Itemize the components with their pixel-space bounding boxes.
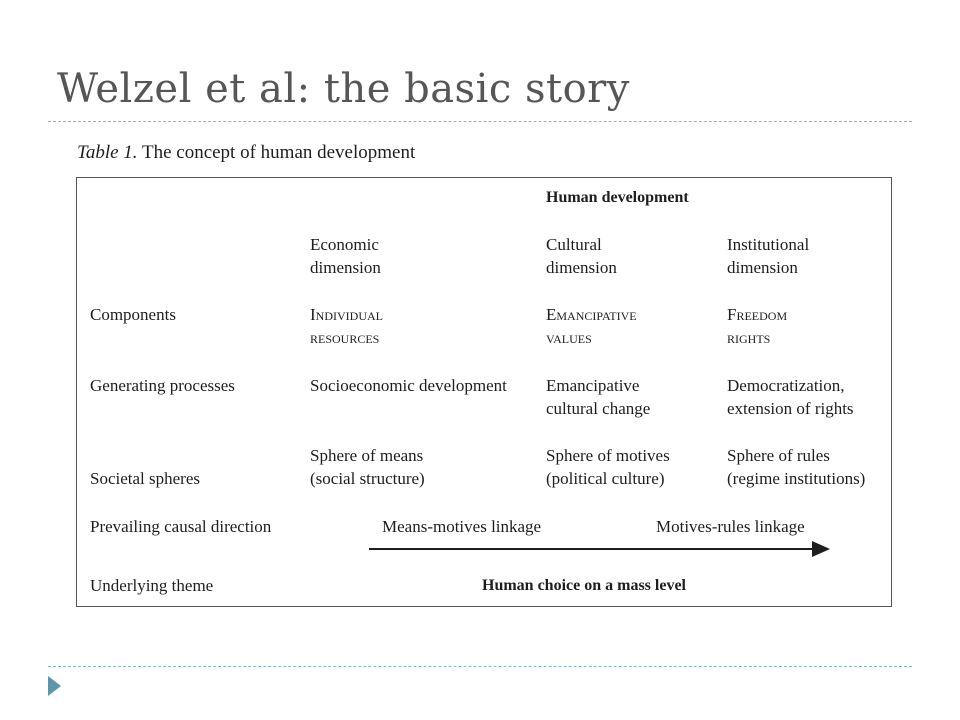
title-divider xyxy=(48,121,912,122)
means-motives-linkage: Means-motives linkage xyxy=(382,517,542,536)
dimension-cultural-line1: Cultural xyxy=(546,235,602,254)
slide-title: Welzel et al: the basic story xyxy=(57,66,630,112)
spheres-institutional-line1: Sphere of rules xyxy=(727,446,830,465)
row-label-spheres: Societal spheres xyxy=(90,469,200,488)
components-economic: Individual resources xyxy=(310,303,383,349)
components-economic-line1: Individual xyxy=(310,305,383,324)
dimension-institutional-line2: dimension xyxy=(727,258,798,277)
processes-institutional: Democratization, extension of rights xyxy=(727,374,854,420)
dimension-economic-line1: Economic xyxy=(310,235,379,254)
components-cultural-line1: Emancipative xyxy=(546,305,637,324)
spheres-economic-line2: (social structure) xyxy=(310,469,425,488)
table-caption: Table 1. The concept of human developmen… xyxy=(77,142,415,164)
spheres-institutional-line2: (regime institutions) xyxy=(727,469,866,488)
spheres-cultural-line2: (political culture) xyxy=(546,469,665,488)
processes-economic: Socioeconomic development xyxy=(310,374,507,397)
footer-divider xyxy=(48,666,912,667)
row-label-causal: Prevailing causal direction xyxy=(90,517,272,536)
theme-value: Human choice on a mass level xyxy=(482,577,686,594)
dimension-institutional: Institutional dimension xyxy=(727,233,809,279)
dimension-institutional-line1: Institutional xyxy=(727,235,810,254)
processes-cultural: Emancipative cultural change xyxy=(546,374,650,420)
spheres-institutional: Sphere of rules (regime institutions) xyxy=(727,444,865,490)
processes-economic-line1: Socioeconomic development xyxy=(310,376,507,395)
processes-cultural-line1: Emancipative xyxy=(546,376,640,395)
motives-rules-linkage: Motives-rules linkage xyxy=(656,517,805,536)
components-institutional: Freedom rights xyxy=(727,303,787,349)
components-institutional-line1: Freedom xyxy=(727,305,788,324)
components-cultural-line2: values xyxy=(546,328,592,347)
causal-arrow-line xyxy=(369,548,814,550)
dimension-economic-line2: dimension xyxy=(310,258,381,277)
table-caption-label: Table 1. xyxy=(77,142,138,163)
causal-arrow-head xyxy=(812,541,830,557)
processes-cultural-line2: cultural change xyxy=(546,399,651,418)
table-caption-text: The concept of human development xyxy=(141,142,416,163)
header-human-development: Human development xyxy=(546,189,689,206)
dimension-economic: Economic dimension xyxy=(310,233,381,279)
spheres-cultural-line1: Sphere of motives xyxy=(546,446,670,465)
processes-institutional-line1: Democratization, xyxy=(727,376,845,395)
spheres-economic: Sphere of means (social structure) xyxy=(310,444,425,490)
dimension-cultural-line2: dimension xyxy=(546,258,617,277)
dimension-cultural: Cultural dimension xyxy=(546,233,617,279)
row-label-processes: Generating processes xyxy=(90,376,235,395)
row-label-components: Components xyxy=(90,305,176,324)
processes-institutional-line2: extension of rights xyxy=(727,399,854,418)
bullet-triangle-icon xyxy=(48,676,61,696)
components-cultural: Emancipative values xyxy=(546,303,637,349)
row-label-theme: Underlying theme xyxy=(90,576,214,595)
concept-table: Human development Economic dimension Cul… xyxy=(76,177,892,607)
spheres-cultural: Sphere of motives (political culture) xyxy=(546,444,670,490)
components-institutional-line2: rights xyxy=(727,328,771,347)
spheres-economic-line1: Sphere of means xyxy=(310,446,424,465)
components-economic-line2: resources xyxy=(310,328,380,347)
